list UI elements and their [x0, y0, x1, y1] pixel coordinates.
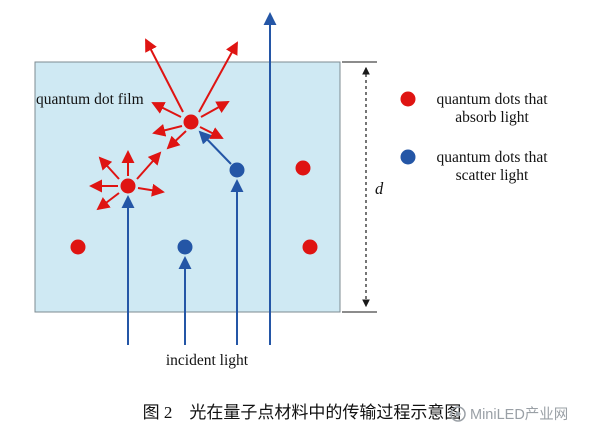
emitted-light-arrow: [98, 156, 120, 180]
emitted-light-arrow: [151, 102, 182, 118]
diagram-texts: quantum dot film incident light d quantu…: [36, 91, 568, 423]
legend-absorb-line1: quantum dots that: [436, 91, 548, 108]
legend-blue-dot: [400, 149, 416, 165]
figure-caption: 图 2 光在量子点材料中的传输过程示意图: [143, 403, 462, 422]
incident-light-label: incident light: [166, 352, 249, 369]
emitted-light-arrow: [145, 38, 184, 113]
absorbing-quantum-dot: [295, 160, 311, 176]
scattered-light-arrow: [198, 130, 232, 165]
watermark-icon: [450, 406, 466, 422]
thickness-d-label: d: [375, 179, 384, 198]
absorbing-quantum-dot: [183, 114, 199, 130]
emitted-light-arrow: [96, 192, 120, 211]
emitted-light-arrow: [166, 130, 187, 150]
legend-absorb-line2: absorb light: [455, 109, 529, 126]
scattering-quantum-dot: [229, 162, 245, 178]
quantum-dot-film: [34, 61, 341, 313]
legend-scatter-line2: scatter light: [456, 167, 529, 184]
absorbing-quantum-dot: [302, 239, 318, 255]
emitted-light-arrow: [136, 151, 162, 180]
film-label: quantum dot film: [36, 91, 144, 108]
scattering-quantum-dot: [177, 239, 193, 255]
legend-red-dot: [400, 91, 416, 107]
diagram-graphics: [34, 12, 416, 345]
absorbing-quantum-dot: [120, 178, 136, 194]
legend-scatter-line1: quantum dots that: [436, 149, 548, 166]
emitted-light-arrow: [137, 183, 165, 197]
emitted-light-arrow: [199, 126, 224, 139]
watermark: MiniLED产业网: [470, 406, 568, 423]
emitted-light-arrow: [198, 41, 238, 113]
emitted-light-arrow: [152, 124, 183, 137]
absorbing-quantum-dot: [70, 239, 86, 255]
emitted-light-arrow: [200, 101, 230, 118]
watermark-icon-dot: [455, 411, 461, 417]
